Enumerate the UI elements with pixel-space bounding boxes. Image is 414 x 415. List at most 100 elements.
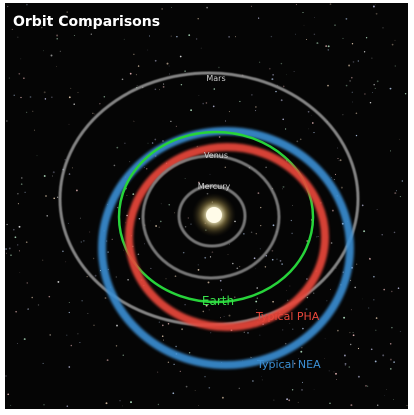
star xyxy=(365,37,368,39)
star xyxy=(272,224,275,227)
star xyxy=(349,332,351,334)
star xyxy=(256,297,258,299)
star xyxy=(220,289,223,291)
venus-label: Venus xyxy=(204,151,228,160)
star xyxy=(333,371,335,373)
star xyxy=(155,225,157,227)
star xyxy=(289,323,291,324)
star xyxy=(327,84,329,87)
star xyxy=(350,279,352,281)
star xyxy=(296,140,299,143)
star xyxy=(23,77,25,79)
star xyxy=(357,347,360,350)
star xyxy=(223,316,225,317)
star xyxy=(159,220,162,223)
star xyxy=(372,5,375,8)
star xyxy=(53,197,56,200)
star xyxy=(316,236,318,238)
diagram-title: Orbit Comparisons xyxy=(13,14,160,30)
star xyxy=(157,403,160,406)
star xyxy=(25,111,28,114)
star xyxy=(179,370,181,373)
star xyxy=(66,11,68,13)
star xyxy=(174,275,177,278)
star xyxy=(200,47,202,49)
star xyxy=(150,220,152,222)
star xyxy=(179,55,182,58)
star xyxy=(355,134,358,137)
star xyxy=(89,231,91,233)
star xyxy=(145,167,148,170)
star xyxy=(144,243,145,245)
star xyxy=(348,64,351,67)
star xyxy=(381,233,383,236)
star xyxy=(350,309,352,311)
star xyxy=(330,242,333,244)
star xyxy=(81,300,83,302)
star xyxy=(93,324,95,327)
star xyxy=(292,328,294,330)
star xyxy=(255,233,257,235)
star xyxy=(363,230,366,233)
star xyxy=(272,74,274,76)
star xyxy=(187,217,189,219)
star xyxy=(99,103,101,105)
star xyxy=(62,250,64,253)
star xyxy=(313,33,316,36)
star xyxy=(137,65,140,67)
star xyxy=(184,303,186,306)
star xyxy=(138,218,141,220)
star xyxy=(337,158,339,159)
star xyxy=(276,258,278,260)
star xyxy=(252,380,254,382)
star xyxy=(6,223,8,226)
star xyxy=(283,366,285,368)
star xyxy=(255,300,258,303)
star xyxy=(127,278,129,281)
star xyxy=(161,8,163,10)
star xyxy=(334,173,337,175)
venus-orbit xyxy=(141,154,281,280)
star xyxy=(50,54,53,57)
star xyxy=(172,392,175,395)
star xyxy=(399,196,401,198)
star xyxy=(250,231,253,234)
star xyxy=(258,61,261,63)
star xyxy=(116,324,118,327)
star xyxy=(213,88,216,90)
star xyxy=(168,204,170,206)
star xyxy=(265,255,268,257)
star xyxy=(317,236,319,237)
star xyxy=(162,86,165,88)
star xyxy=(121,78,124,81)
star xyxy=(265,166,267,169)
star xyxy=(42,259,44,261)
star xyxy=(300,350,303,353)
star xyxy=(334,24,336,26)
star xyxy=(393,399,395,400)
star xyxy=(343,316,346,319)
star xyxy=(354,286,357,289)
star xyxy=(314,17,315,18)
star xyxy=(7,5,9,8)
star xyxy=(115,276,117,278)
star xyxy=(130,401,132,404)
star xyxy=(375,12,378,15)
star xyxy=(143,166,145,168)
star xyxy=(42,362,44,364)
star xyxy=(175,125,178,128)
star xyxy=(281,263,283,265)
star xyxy=(80,241,82,243)
star xyxy=(228,314,231,317)
star xyxy=(383,288,386,291)
star xyxy=(293,362,296,365)
star xyxy=(137,253,140,256)
star xyxy=(161,335,164,337)
star xyxy=(202,102,204,105)
star xyxy=(335,267,337,269)
star xyxy=(384,395,386,396)
star xyxy=(13,228,15,231)
star xyxy=(45,195,47,197)
star xyxy=(198,95,200,96)
star xyxy=(79,217,81,219)
